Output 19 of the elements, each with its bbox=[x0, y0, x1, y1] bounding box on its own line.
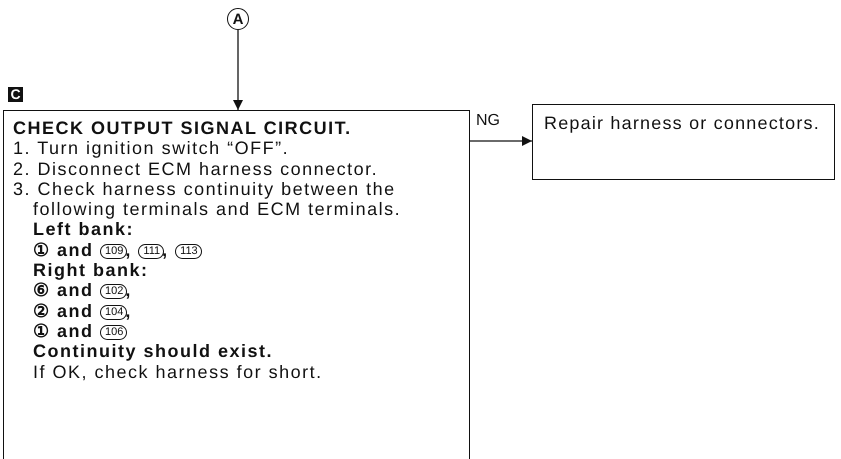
bold-text: Continuity should exist. bbox=[32, 341, 274, 362]
instruction-text: 1. Turn ignition switch “OFF”. bbox=[13, 138, 290, 159]
bold-text: Right bank: bbox=[32, 260, 150, 280]
instruction-text: If OK, check harness for short. bbox=[32, 362, 324, 382]
bold-text: ① and 109, 111, 113 bbox=[13, 240, 465, 260]
bold-text: ② and 104, bbox=[32, 300, 133, 321]
arrow bbox=[233, 30, 243, 110]
process-box bbox=[3, 110, 470, 459]
step-tag: C bbox=[8, 87, 23, 102]
bold-text: ① and 106 bbox=[13, 320, 465, 342]
instruction-text: Repair harness or connectors. bbox=[544, 113, 821, 134]
bold-text: Left bank: bbox=[32, 219, 136, 240]
bold-text: CHECK OUTPUT SIGNAL CIRCUIT. bbox=[13, 118, 353, 138]
instruction-text: 2. Disconnect ECM harness connector. bbox=[13, 158, 380, 179]
instruction-text: 3. Check harness continuity between the following terminals and ECM terminals. bbox=[13, 178, 402, 220]
arrow bbox=[470, 136, 532, 146]
circle-connector-marker: A bbox=[227, 8, 249, 30]
bold-text: ⑥ and 102, bbox=[32, 280, 133, 301]
process-box bbox=[532, 104, 835, 180]
